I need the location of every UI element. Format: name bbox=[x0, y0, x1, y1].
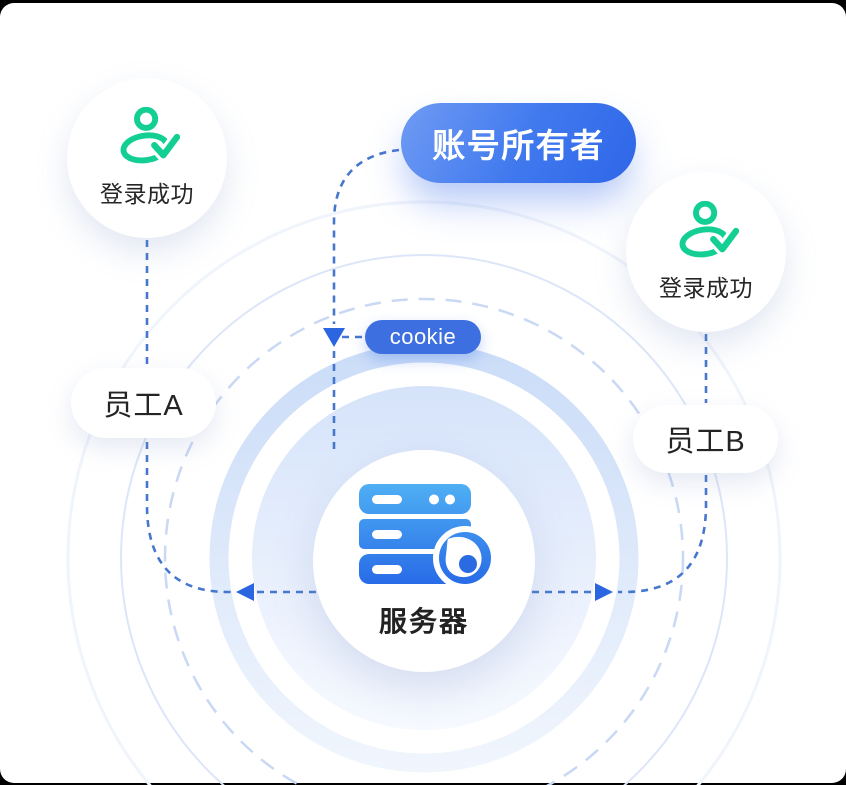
connector-empB-curve bbox=[618, 475, 708, 594]
cookie-pill: cookie bbox=[365, 320, 481, 354]
arrow-right-icon bbox=[595, 583, 613, 601]
employee-b-label: 员工B bbox=[665, 426, 746, 458]
connector-owner-down bbox=[332, 148, 400, 324]
outer-thin-ring bbox=[120, 254, 728, 785]
connector-empA-curve bbox=[145, 442, 232, 594]
login-success-right-label: 登录成功 bbox=[659, 275, 753, 301]
outer-faint-ring bbox=[66, 200, 782, 785]
user-check-icon bbox=[679, 201, 739, 260]
arrow-down-icon bbox=[323, 328, 345, 347]
account-owner-label: 账号所有者 bbox=[432, 127, 605, 164]
server-label: 服务器 bbox=[378, 605, 469, 637]
server-icon bbox=[359, 483, 494, 590]
employee-a-pill: 员工A bbox=[71, 368, 216, 438]
server-node: 服务器 bbox=[313, 450, 535, 672]
login-success-right-node: 登录成功 bbox=[626, 172, 786, 332]
login-success-left-node: 登录成功 bbox=[67, 78, 227, 238]
employee-a-label: 员工A bbox=[103, 390, 184, 422]
account-owner-pill: 账号所有者 bbox=[401, 103, 636, 183]
employee-b-pill: 员工B bbox=[633, 405, 778, 473]
cookie-label: cookie bbox=[389, 324, 457, 349]
arrow-left-icon bbox=[236, 583, 254, 601]
dashed-ring bbox=[163, 297, 685, 785]
login-success-left-label: 登录成功 bbox=[100, 181, 194, 207]
user-check-icon bbox=[120, 107, 180, 166]
